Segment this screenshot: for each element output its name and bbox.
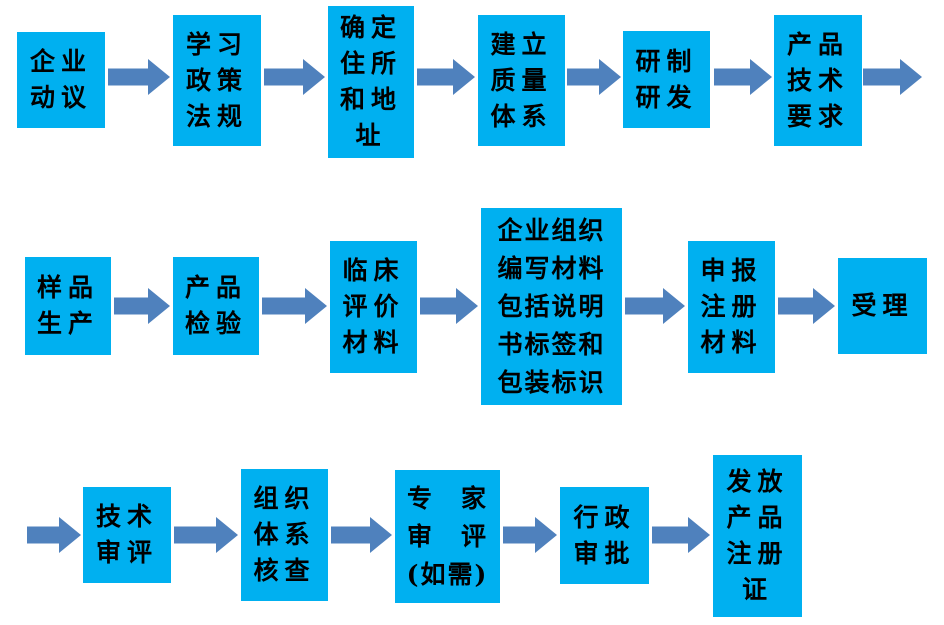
node-determine-address: 确定 住所 和地 址 — [328, 6, 414, 158]
arrow-right-icon — [652, 517, 710, 553]
arrow-head — [305, 288, 327, 324]
arrow-shaft — [625, 297, 664, 315]
arrow-shaft — [778, 297, 814, 315]
arrow-shaft — [114, 297, 149, 315]
arrow-right-icon — [262, 288, 327, 324]
arrow-right-icon — [331, 517, 392, 553]
node-administrative-approval: 行政 审批 — [560, 487, 649, 584]
node-study-policies: 学习 政策 法规 — [173, 15, 261, 146]
node-product-inspection: 产品 检验 — [173, 257, 259, 355]
arrow-shaft — [863, 68, 901, 86]
arrow-shaft — [652, 526, 689, 544]
node-technical-review: 技术 审评 — [83, 487, 171, 583]
arrow-head — [370, 517, 392, 553]
arrow-shaft — [174, 526, 217, 544]
arrow-shaft — [108, 68, 149, 86]
arrow-shaft — [27, 526, 60, 544]
arrow-right-icon — [625, 288, 685, 324]
arrow-right-icon — [863, 59, 922, 95]
node-system-inspection: 组织 体系 核查 — [241, 469, 328, 601]
arrow-head — [663, 288, 685, 324]
arrow-head — [750, 59, 772, 95]
arrow-right-icon — [108, 59, 170, 95]
arrow-head — [453, 59, 475, 95]
arrow-shaft — [567, 68, 600, 86]
arrow-head — [688, 517, 710, 553]
arrow-head — [148, 288, 170, 324]
arrow-right-icon — [714, 59, 772, 95]
arrow-head — [216, 517, 238, 553]
node-sample-production: 样品 生产 — [25, 257, 111, 355]
node-quality-system: 建立 质量 体系 — [478, 15, 565, 146]
node-acceptance: 受理 — [838, 258, 927, 354]
node-clinical-evaluation: 临床 评价 材料 — [330, 241, 417, 373]
node-product-tech-requirements: 产品 技术 要求 — [774, 15, 862, 146]
arrow-head — [456, 288, 478, 324]
arrow-head — [535, 517, 557, 553]
node-submit-registration: 申报 注册 材料 — [688, 241, 775, 373]
arrow-head — [59, 517, 81, 553]
arrow-right-icon — [778, 288, 835, 324]
arrow-head — [900, 59, 922, 95]
arrow-shaft — [417, 68, 454, 86]
node-prepare-materials: 企业组织 编写材料 包括说明 书标签和 包装标识 — [481, 208, 622, 405]
arrow-head — [599, 59, 621, 95]
arrow-shaft — [420, 297, 457, 315]
arrow-right-icon — [503, 517, 557, 553]
arrow-head — [813, 288, 835, 324]
node-expert-review: 专 家 审 评 (如需) — [395, 470, 500, 603]
node-issue-certificate: 发放 产品 注册 证 — [713, 455, 802, 617]
node-research-development: 研制 研发 — [623, 31, 710, 128]
arrow-head — [303, 59, 325, 95]
arrow-right-icon — [567, 59, 621, 95]
arrow-shaft — [331, 526, 371, 544]
arrow-right-icon — [420, 288, 478, 324]
arrow-right-icon — [27, 517, 81, 553]
arrow-head — [148, 59, 170, 95]
arrow-shaft — [264, 68, 304, 86]
node-enterprise-proposal: 企业 动议 — [17, 32, 105, 128]
arrow-right-icon — [264, 59, 325, 95]
arrow-right-icon — [114, 288, 170, 324]
arrow-shaft — [262, 297, 306, 315]
arrow-shaft — [714, 68, 751, 86]
arrow-right-icon — [174, 517, 238, 553]
arrow-shaft — [503, 526, 536, 544]
arrow-right-icon — [417, 59, 475, 95]
